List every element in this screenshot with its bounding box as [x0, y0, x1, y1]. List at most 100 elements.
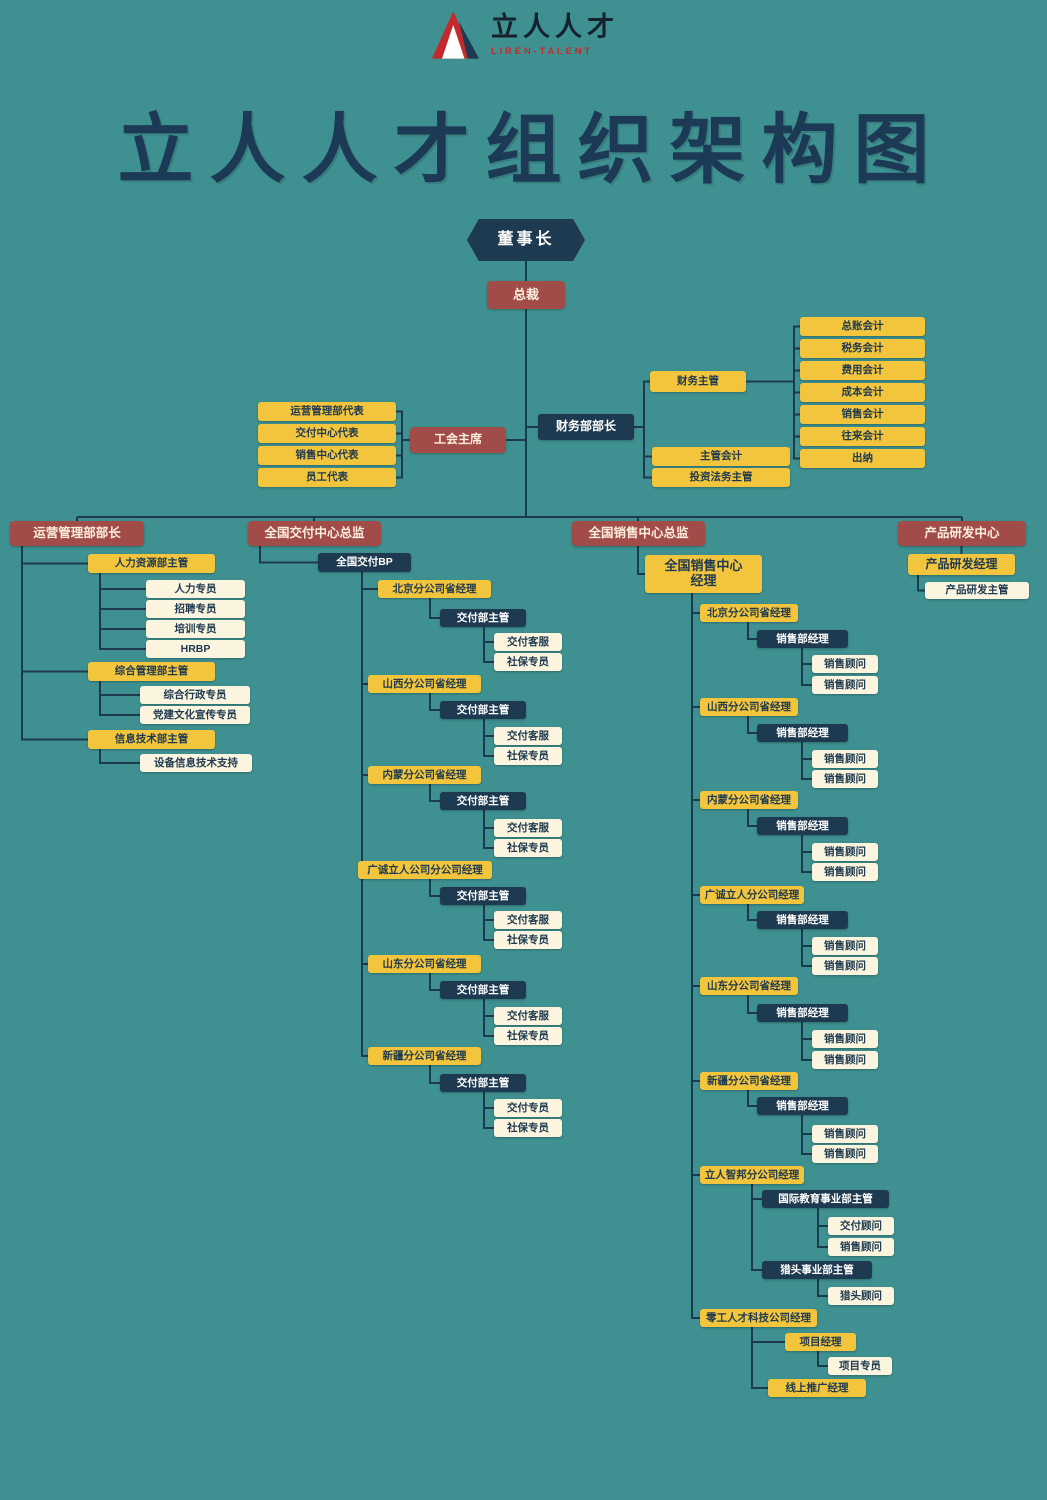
- org-node-s5: 山东分公司省经理: [700, 977, 798, 995]
- org-node-d6a: 交付部主管: [440, 1074, 526, 1092]
- org-node-d6c: 社保专员: [494, 1119, 562, 1137]
- org-node-d4c: 社保专员: [494, 931, 562, 949]
- org-node-f1: 总账会计: [800, 317, 925, 336]
- logo-icon: [431, 11, 479, 59]
- org-node-hr: 人力资源部主管: [88, 554, 215, 573]
- org-node-s5a: 销售部经理: [757, 1004, 848, 1022]
- org-node-s7a: 国际教育事业部主管: [762, 1190, 889, 1208]
- org-node-d2: 山西分公司省经理: [368, 675, 481, 693]
- org-node-s6c: 销售顾问: [812, 1145, 878, 1163]
- org-node-f7: 出纳: [800, 449, 925, 468]
- org-node-d3c: 社保专员: [494, 839, 562, 857]
- org-node-s8b: 项目专员: [828, 1357, 892, 1375]
- org-node-s7b: 交付顾问: [828, 1217, 894, 1235]
- org-node-d4a: 交付部主管: [440, 887, 526, 905]
- org-node-finsup: 财务主管: [650, 371, 746, 392]
- org-node-hr2: 招聘专员: [146, 600, 245, 618]
- org-node-hr1: 人力专员: [146, 580, 245, 598]
- org-node-smgr: 全国销售中心 经理: [645, 555, 762, 593]
- org-node-s5b: 销售顾问: [812, 1030, 878, 1048]
- org-node-s3: 内蒙分公司省经理: [700, 791, 798, 809]
- logo-text-en: LIREN-TALENT: [491, 45, 594, 57]
- org-node-d1b: 交付客服: [494, 633, 562, 651]
- org-node-s3b: 销售顾问: [812, 843, 878, 861]
- org-node-d3a: 交付部主管: [440, 792, 526, 810]
- org-node-adm2: 党建文化宣传专员: [140, 706, 250, 724]
- org-node-union: 工会主席: [410, 427, 506, 453]
- org-node-s3c: 销售顾问: [812, 863, 878, 881]
- org-node-s1b: 销售顾问: [812, 655, 878, 673]
- org-node-sls: 全国销售中心总监: [572, 521, 705, 546]
- org-node-d5b: 交付客服: [494, 1007, 562, 1025]
- org-node-s2b: 销售顾问: [812, 750, 878, 768]
- org-node-s8: 零工人才科技公司经理: [700, 1309, 817, 1327]
- org-node-s7: 立人智邦分公司经理: [700, 1166, 804, 1184]
- org-node-d3b: 交付客服: [494, 819, 562, 837]
- page-title: 立人人才组织架构图: [117, 105, 946, 194]
- logo-text-cn: 立人人才: [491, 11, 619, 43]
- org-node-s8c: 线上推广经理: [768, 1379, 866, 1397]
- org-node-dbp: 全国交付BP: [318, 553, 411, 572]
- org-node-s1a: 销售部经理: [757, 630, 848, 648]
- org-node-pm: 产品研发经理: [908, 554, 1015, 575]
- org-node-d1c: 社保专员: [494, 653, 562, 671]
- org-node-s5c: 销售顾问: [812, 1051, 878, 1069]
- org-node-f6: 往来会计: [800, 427, 925, 446]
- org-node-prd: 产品研发中心: [898, 521, 1026, 546]
- org-node-d1: 北京分公司省经理: [378, 580, 491, 598]
- org-node-s2: 山西分公司省经理: [700, 698, 798, 716]
- org-node-s6: 新疆分公司省经理: [700, 1072, 798, 1090]
- org-node-f4: 成本会计: [800, 383, 925, 402]
- org-node-d3: 内蒙分公司省经理: [368, 766, 481, 784]
- org-node-s4b: 销售顾问: [812, 937, 878, 955]
- org-node-s6a: 销售部经理: [757, 1097, 848, 1115]
- logo-text: 立人人才 LIREN-TALENT: [491, 14, 619, 57]
- org-node-s1c: 销售顾问: [812, 676, 878, 694]
- org-node-d4b: 交付客服: [494, 911, 562, 929]
- org-node-president: 总裁: [487, 281, 565, 309]
- org-node-adm1: 综合行政专员: [140, 686, 250, 704]
- org-node-chairman: 董事长: [467, 219, 585, 261]
- org-node-hr3: 培训专员: [146, 620, 245, 638]
- org-node-u3: 销售中心代表: [258, 446, 396, 465]
- org-node-f5: 销售会计: [800, 405, 925, 424]
- org-node-u2: 交付中心代表: [258, 424, 396, 443]
- org-node-d6b: 交付专员: [494, 1099, 562, 1117]
- org-node-s4: 广诚立人分公司经理: [700, 886, 804, 904]
- org-node-ops: 运营管理部部长: [10, 521, 144, 546]
- org-node-s7e: 猎头顾问: [828, 1287, 894, 1305]
- org-node-d2c: 社保专员: [494, 747, 562, 765]
- org-node-hr4: HRBP: [146, 640, 245, 658]
- org-node-f2: 税务会计: [800, 339, 925, 358]
- org-node-s4c: 销售顾问: [812, 957, 878, 975]
- org-node-d5: 山东分公司省经理: [368, 955, 481, 973]
- org-node-u1: 运营管理部代表: [258, 402, 396, 421]
- org-node-it1: 设备信息技术支持: [140, 754, 252, 772]
- org-node-d5a: 交付部主管: [440, 981, 526, 999]
- org-node-f3: 费用会计: [800, 361, 925, 380]
- org-node-ps: 产品研发主管: [925, 582, 1029, 599]
- org-node-s2a: 销售部经理: [757, 724, 848, 742]
- org-node-s2c: 销售顾问: [812, 770, 878, 788]
- org-node-s6b: 销售顾问: [812, 1125, 878, 1143]
- org-node-d6: 新疆分公司省经理: [368, 1047, 481, 1065]
- org-node-d4: 广诚立人公司分公司经理: [358, 861, 492, 879]
- org-node-s1: 北京分公司省经理: [700, 604, 798, 622]
- org-node-s8a: 项目经理: [785, 1333, 856, 1351]
- org-node-it: 信息技术部主管: [88, 730, 215, 749]
- org-node-fb: 投资法务主管: [652, 468, 790, 487]
- org-node-u4: 员工代表: [258, 468, 396, 487]
- org-node-s3a: 销售部经理: [757, 817, 848, 835]
- org-node-s4a: 销售部经理: [757, 911, 848, 929]
- org-node-s7d: 猎头事业部主管: [762, 1261, 872, 1279]
- org-node-fin: 财务部部长: [538, 414, 634, 440]
- org-node-dlv: 全国交付中心总监: [248, 521, 381, 546]
- org-node-d1a: 交付部主管: [440, 609, 526, 627]
- org-node-d5c: 社保专员: [494, 1027, 562, 1045]
- org-node-fa: 主管会计: [652, 447, 790, 466]
- org-node-s7c: 销售顾问: [828, 1238, 894, 1256]
- org-node-adm: 综合管理部主管: [88, 662, 215, 681]
- org-node-d2a: 交付部主管: [440, 701, 526, 719]
- org-node-d2b: 交付客服: [494, 727, 562, 745]
